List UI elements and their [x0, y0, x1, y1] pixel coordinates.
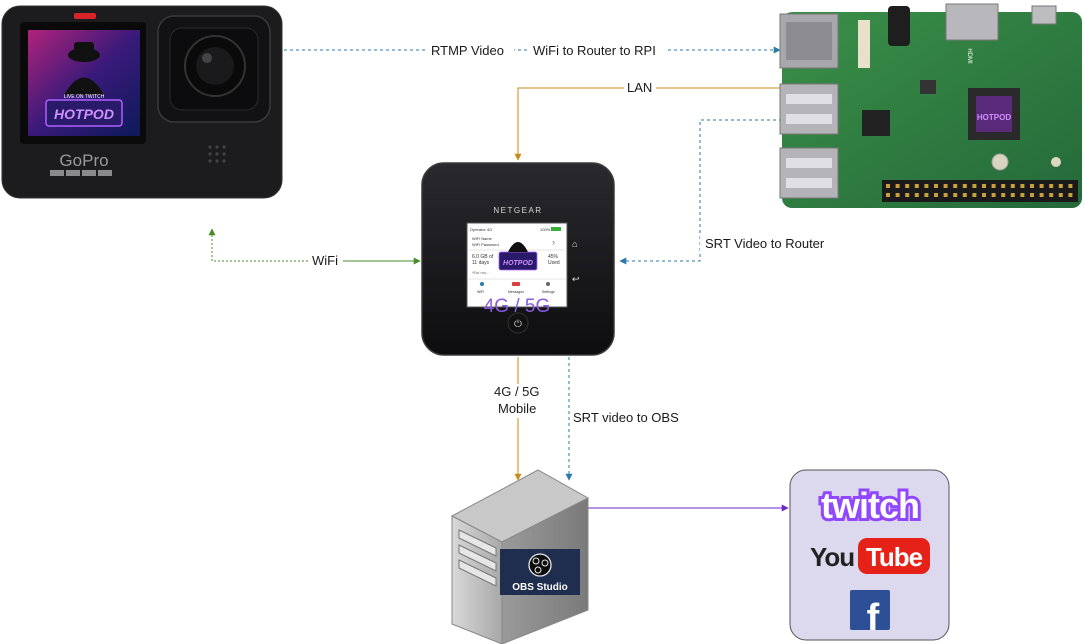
obs-studio-label: OBS Studio	[512, 582, 568, 593]
gpio-pin	[991, 193, 996, 197]
gpio-pin	[924, 184, 929, 188]
label-mobile-line1: 4G / 5G	[494, 384, 540, 399]
label-srt-video-to-obs: SRT video to OBS	[573, 410, 679, 425]
power-icon: ⏻	[514, 319, 522, 330]
svg-text:HDMI: HDMI	[966, 48, 972, 64]
edge-srt-to-router	[619, 119, 782, 265]
gpio-header	[882, 180, 1078, 202]
facebook-logo: f	[850, 590, 890, 639]
gpio-pin	[1068, 184, 1073, 188]
gpio-pin	[1030, 184, 1034, 188]
gpio-pin	[943, 184, 948, 188]
svg-text:Messages: Messages	[508, 290, 524, 294]
gpio-pin	[886, 193, 890, 197]
svg-text:twitch: twitch	[821, 485, 919, 526]
usb-ports	[779, 83, 839, 199]
gpio-pin	[895, 193, 900, 197]
svg-text:WiFi Password: WiFi Password	[472, 242, 499, 247]
obs-logo-icon	[528, 553, 552, 577]
netgear-router: NETGEAR Operator 4G 100% WiFi Name WiFi …	[421, 162, 615, 356]
gpio-pin	[1030, 193, 1034, 197]
gopro-mic-grille	[208, 145, 226, 163]
gpio-pin	[972, 193, 977, 197]
power-button	[507, 312, 529, 334]
streaming-platforms: twitch You Tube f	[789, 469, 950, 641]
svg-text:100%: 100%	[540, 227, 551, 232]
obs-server: OBS Studio	[450, 469, 590, 644]
label-srt-video-to-router: SRT Video to Router	[705, 236, 825, 251]
svg-text:Used: Used	[548, 260, 560, 266]
gpio-pin	[934, 193, 938, 197]
label-wifi: WiFi	[312, 253, 338, 268]
edge-wifi	[208, 228, 420, 262]
gpio-pin	[982, 184, 986, 188]
gpio-pin	[886, 184, 890, 188]
gpio-pin	[914, 193, 919, 197]
hdmi-port	[945, 3, 999, 41]
gpio-pin	[962, 184, 967, 188]
label-lan: LAN	[627, 80, 652, 95]
svg-text:6.0 GB of: 6.0 GB of	[472, 254, 494, 260]
svg-text:11 days: 11 days	[472, 260, 490, 266]
gpio-pin	[962, 193, 967, 197]
gpio-pin	[1058, 193, 1063, 197]
svg-text:WiFi Name: WiFi Name	[472, 236, 493, 241]
twitch-logo: twitch	[818, 482, 923, 529]
svg-text:›: ›	[552, 237, 555, 247]
label-wifi-router-rpi: WiFi to Router to RPI	[533, 43, 656, 58]
server-drive-bays	[458, 529, 497, 587]
svg-text:45%: 45%	[548, 254, 559, 260]
router-brand: NETGEAR	[493, 206, 542, 215]
gpio-pin	[1020, 184, 1025, 188]
gpio-pin	[1020, 193, 1025, 197]
gpio-pin	[1058, 184, 1063, 188]
gpio-pin	[953, 193, 958, 197]
gpio-pin	[1010, 193, 1015, 197]
home-icon: ⌂	[572, 239, 577, 249]
svg-text:f: f	[867, 597, 880, 639]
gpio-pin	[953, 184, 958, 188]
edge-labels: RTMP Video WiFi to Router to RPI LAN SRT…	[309, 43, 840, 425]
svg-text:*Est mo...: *Est mo...	[472, 270, 489, 275]
youtube-logo: You Tube	[810, 538, 930, 574]
gpio-pin	[905, 184, 910, 188]
gpio-pin	[905, 193, 910, 197]
gpio-pin	[1001, 184, 1006, 188]
gpio-pin	[914, 184, 919, 188]
gpio-pin	[924, 193, 929, 197]
svg-text:Tube: Tube	[866, 542, 923, 572]
gpio-pin	[1049, 184, 1054, 188]
gpio-pin	[982, 193, 986, 197]
gpio-pin	[1039, 193, 1044, 197]
label-rtmp-video: RTMP Video	[431, 43, 504, 58]
svg-text:WiFi: WiFi	[477, 290, 484, 294]
back-icon: ↩	[572, 274, 580, 284]
gpio-pin	[1010, 184, 1015, 188]
gpio-pin	[1039, 184, 1044, 188]
svg-text:HOTPOD: HOTPOD	[54, 106, 114, 122]
svg-text:HOTPOD: HOTPOD	[977, 113, 1011, 122]
label-mobile-line2: Mobile	[498, 401, 536, 416]
svg-text:You: You	[810, 542, 854, 572]
edge-lan	[514, 87, 782, 161]
svg-text:Settings: Settings	[542, 290, 555, 294]
hotpod-logo-gopro: HOTPOD LIVE ON TWITCH	[45, 42, 123, 127]
gpio-pin	[934, 184, 938, 188]
svg-text:LIVE ON TWITCH: LIVE ON TWITCH	[64, 94, 105, 100]
svg-text:HOTPOD: HOTPOD	[503, 260, 533, 267]
raspberry-pi-board: HDMI HOTPOD	[779, 3, 1082, 208]
gpio-pin	[1001, 193, 1006, 197]
gpio-pin	[1068, 193, 1073, 197]
gopro-logo-squares	[50, 170, 112, 176]
gpio-pin	[972, 184, 977, 188]
router-network-text: 4G / 5G	[484, 296, 551, 317]
gopro-camera: HOTPOD LIVE ON TWITCH GoPro	[1, 5, 283, 199]
gopro-brand: GoPro	[59, 151, 108, 170]
gpio-pin	[943, 193, 948, 197]
gpio-pin	[991, 184, 996, 188]
gpio-pin	[1049, 193, 1054, 197]
gpio-pin	[895, 184, 900, 188]
svg-text:Operator 4G: Operator 4G	[470, 227, 492, 232]
